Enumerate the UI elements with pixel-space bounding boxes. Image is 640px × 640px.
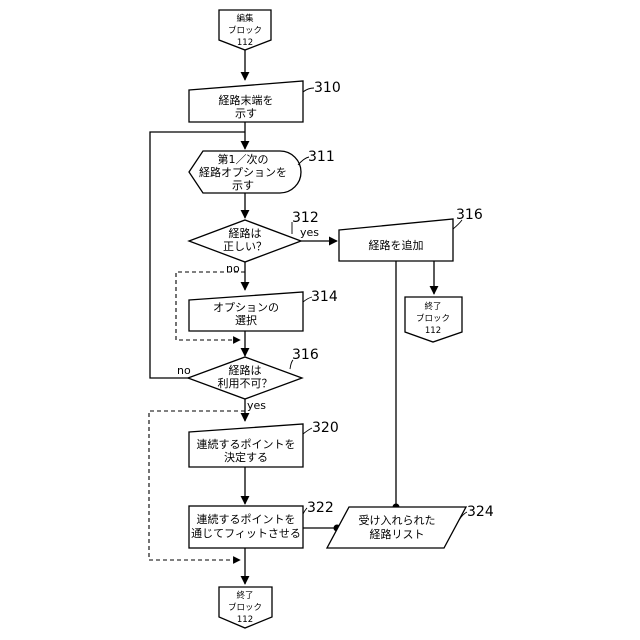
node-311: 第1／次の 経路オプションを 示す 311: [189, 149, 335, 193]
end-right-line3: 112: [425, 326, 441, 336]
end-right-connector: 終了 ブロック 112: [405, 297, 462, 342]
node-310: 経路末端を 示す 310: [189, 80, 341, 122]
ref-320: 320: [312, 420, 339, 436]
node-314: オプションの 選択 314: [189, 289, 338, 331]
node-324-line2: 経路リスト: [370, 528, 425, 541]
node-316a-line1: 経路を追加: [369, 238, 424, 252]
ref-311: 311: [308, 149, 335, 165]
leader-320: [303, 428, 312, 434]
ref-314: 314: [311, 289, 338, 305]
leader-310: [303, 88, 314, 92]
ref-316b: 316: [292, 347, 319, 363]
node-310-line2: 示す: [235, 107, 257, 120]
start-line3: 112: [237, 38, 253, 48]
end-right-line2: ブロック: [416, 313, 450, 324]
node-320: 連続するポイントを 決定する 320: [189, 420, 339, 467]
node-320-line1: 連続するポイントを: [197, 437, 296, 451]
label-yes-316: yes: [247, 399, 266, 412]
node-316b: 経路は 利用不可？ 316: [188, 347, 319, 399]
label-yes-312: yes: [300, 226, 319, 239]
label-no-316: no: [177, 364, 191, 377]
end-bottom-line2: ブロック: [228, 602, 262, 613]
node-316b-line1: 経路は: [229, 364, 262, 377]
start-line2: ブロック: [228, 25, 262, 36]
node-311-line1: 第1／次の: [218, 152, 269, 166]
ref-322: 322: [307, 500, 334, 516]
node-314-line1: オプションの: [213, 301, 279, 314]
node-322-line2: 通じてフィットさせる: [191, 527, 301, 540]
node-320-line2: 決定する: [224, 450, 268, 464]
node-312-line2: 正しい？: [223, 240, 267, 253]
node-324-line1: 受け入れられた: [359, 514, 436, 527]
end-bottom-line3: 112: [237, 615, 253, 625]
start-line1: 編集: [236, 13, 254, 24]
node-324: 受け入れられた 経路リスト 324: [327, 504, 494, 548]
end-bottom-connector: 終了 ブロック 112: [219, 587, 272, 628]
start-connector: 編集 ブロック 112: [219, 10, 271, 50]
node-322-line1: 連続するポイントを: [197, 512, 296, 526]
end-bottom-line1: 終了: [236, 590, 253, 601]
node-311-line2: 経路オプションを: [199, 166, 287, 179]
ref-316a: 316: [456, 207, 483, 223]
node-310-line1: 経路末端を: [219, 93, 274, 107]
node-314-line2: 選択: [235, 313, 257, 327]
ref-324: 324: [467, 504, 494, 520]
node-311-line3: 示す: [232, 179, 254, 192]
node-322: 連続するポイントを 通じてフィットさせる 322: [189, 500, 334, 548]
ref-312: 312: [292, 210, 319, 226]
node-316b-line2: 利用不可？: [218, 377, 273, 390]
label-no-312: no: [226, 262, 240, 275]
end-right-line1: 終了: [424, 301, 441, 312]
node-312-line1: 経路は: [229, 227, 262, 240]
ref-310: 310: [314, 80, 341, 96]
node-316a: 経路を追加 316: [339, 207, 483, 261]
